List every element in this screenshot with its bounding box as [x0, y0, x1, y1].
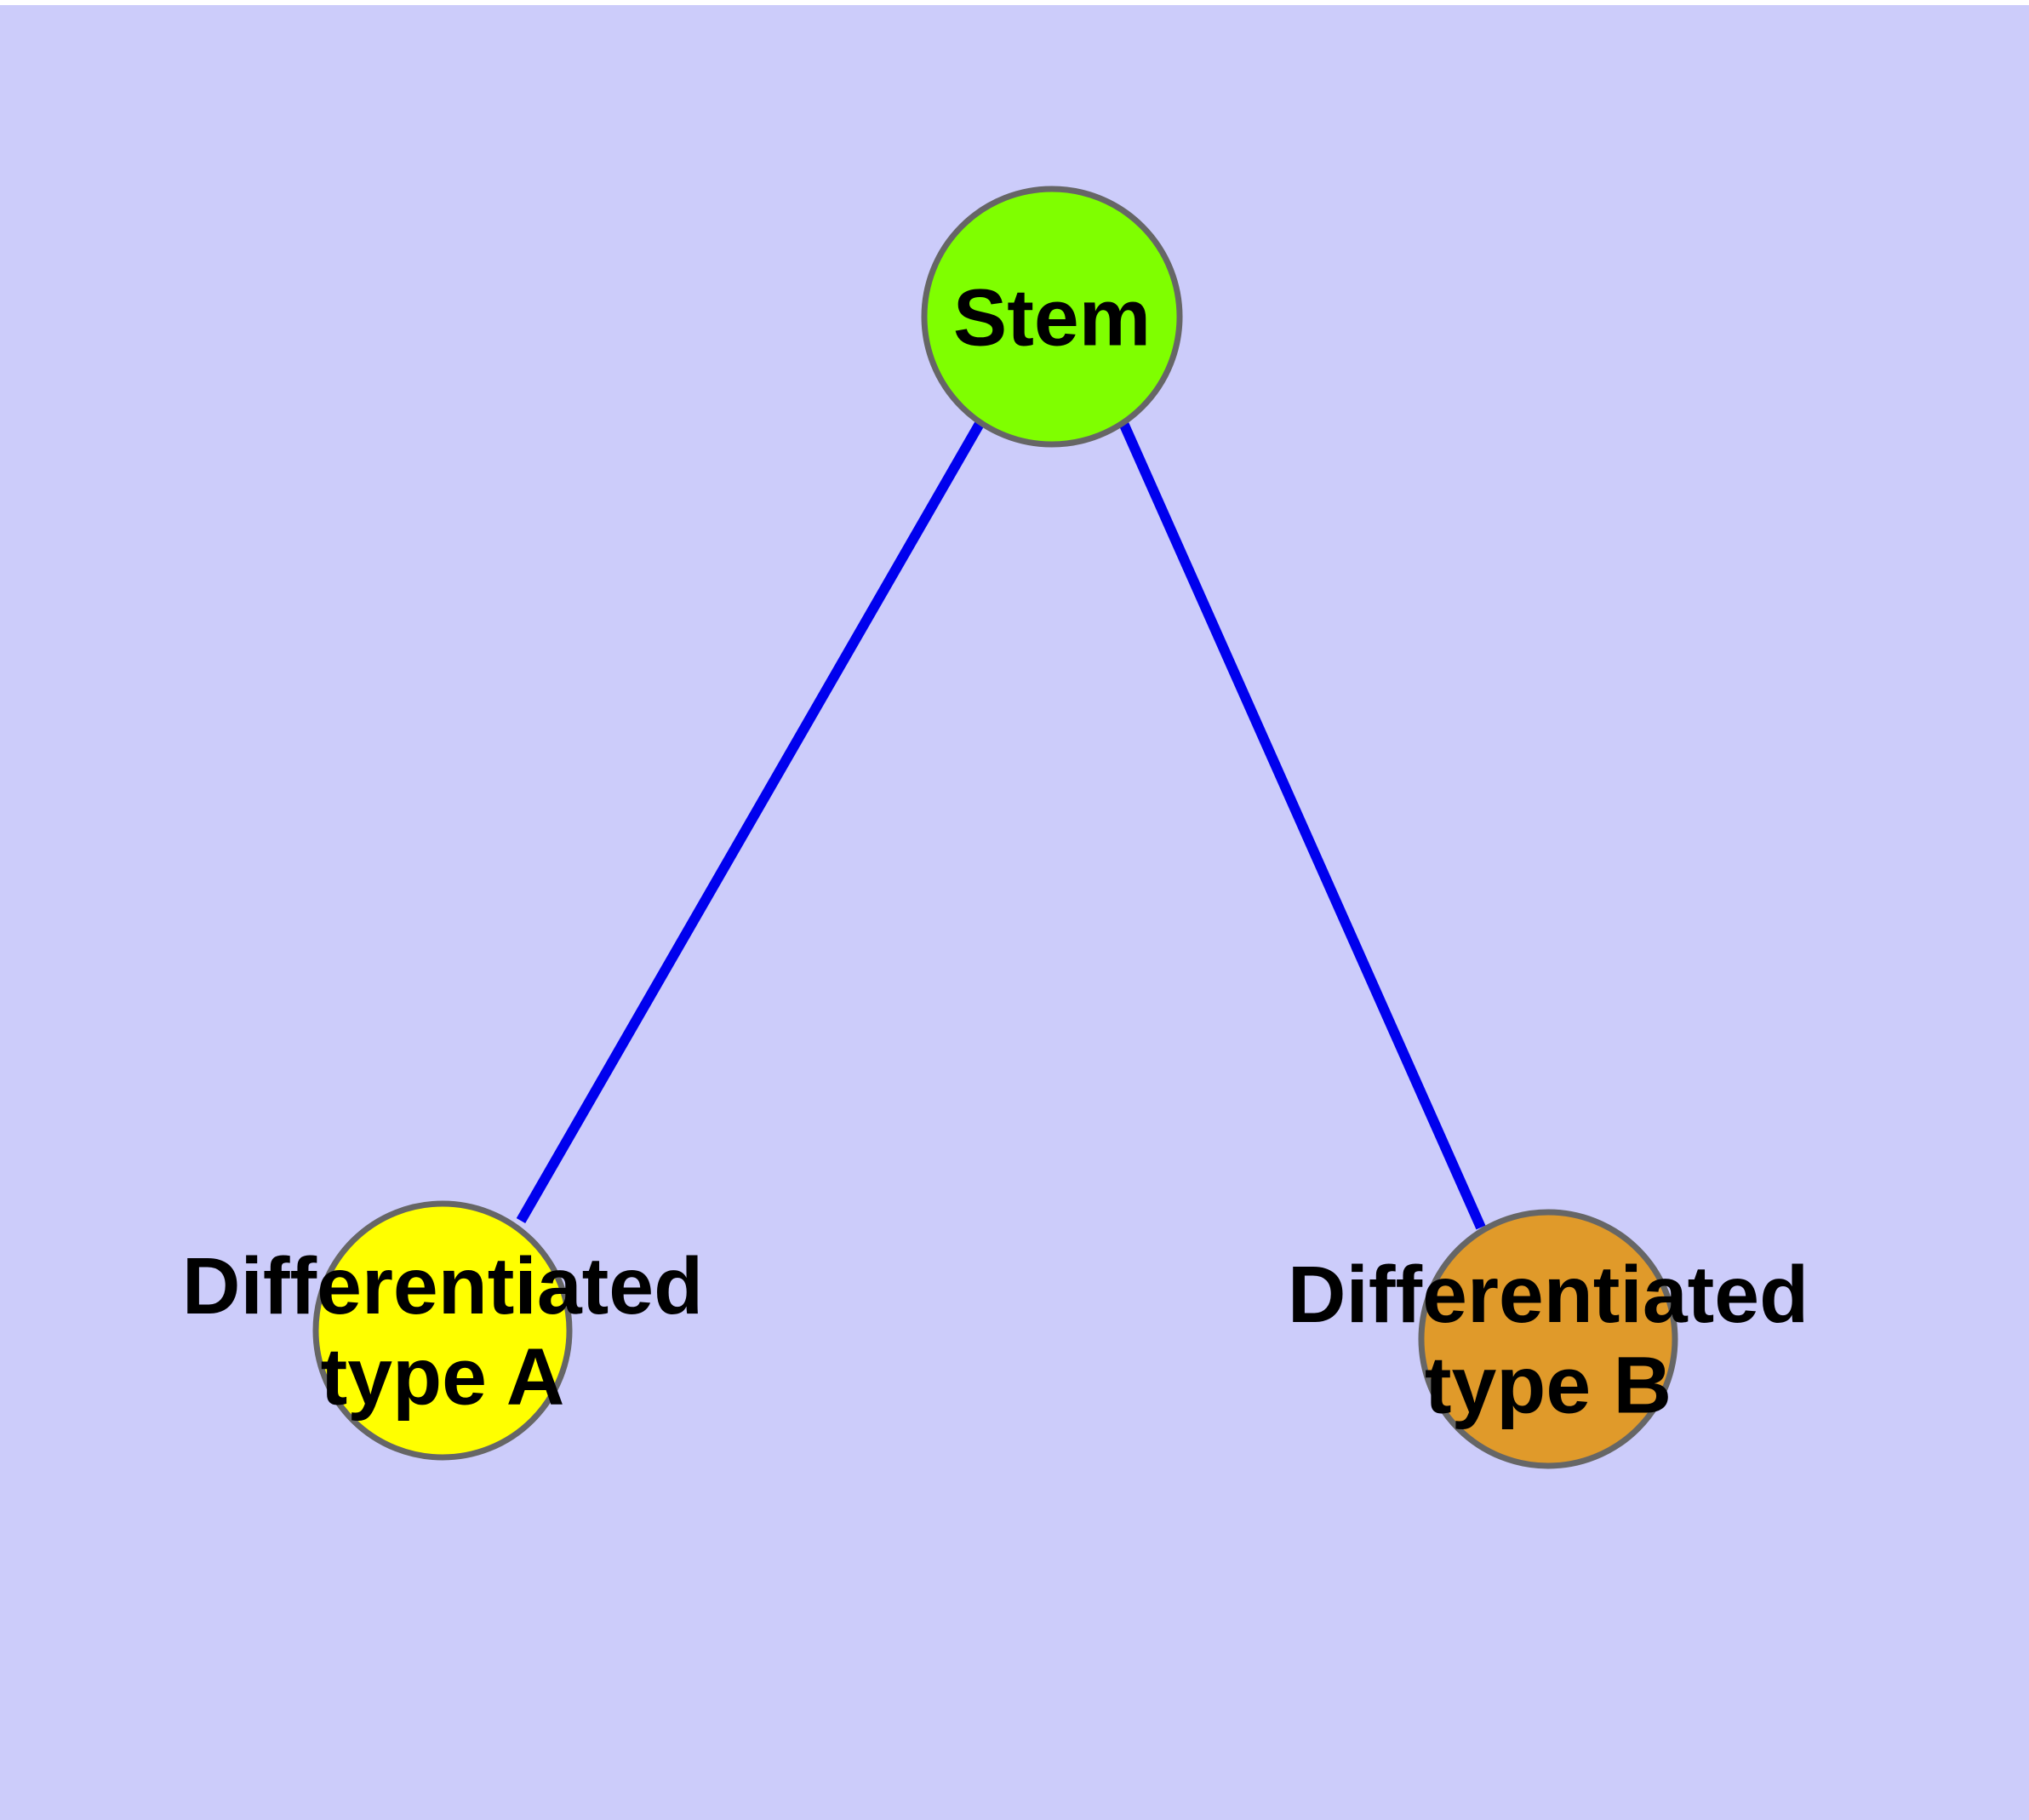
node-label-stem: Stem: [953, 272, 1151, 363]
node-circle-diff_b[interactable]: [1418, 1209, 1678, 1469]
node-label-line: type B: [1425, 1340, 1672, 1430]
graph-node-stem[interactable]: Stem: [921, 186, 1183, 448]
edges-group: [516, 420, 1486, 1230]
node-circle-stem[interactable]: [921, 186, 1183, 448]
node-label-line: type A: [321, 1331, 565, 1422]
node-label-line: Differentiated: [1288, 1250, 1809, 1340]
graph-edge-stem-to-diff-a[interactable]: [516, 420, 986, 1223]
node-circle-diff_a[interactable]: [312, 1200, 573, 1461]
node-label-line: Stem: [953, 272, 1151, 363]
graph-edge-stem-to-diff-b[interactable]: [1118, 421, 1486, 1230]
node-label-line: Differentiated: [182, 1241, 703, 1331]
canvas-top-margin: [0, 0, 2029, 5]
